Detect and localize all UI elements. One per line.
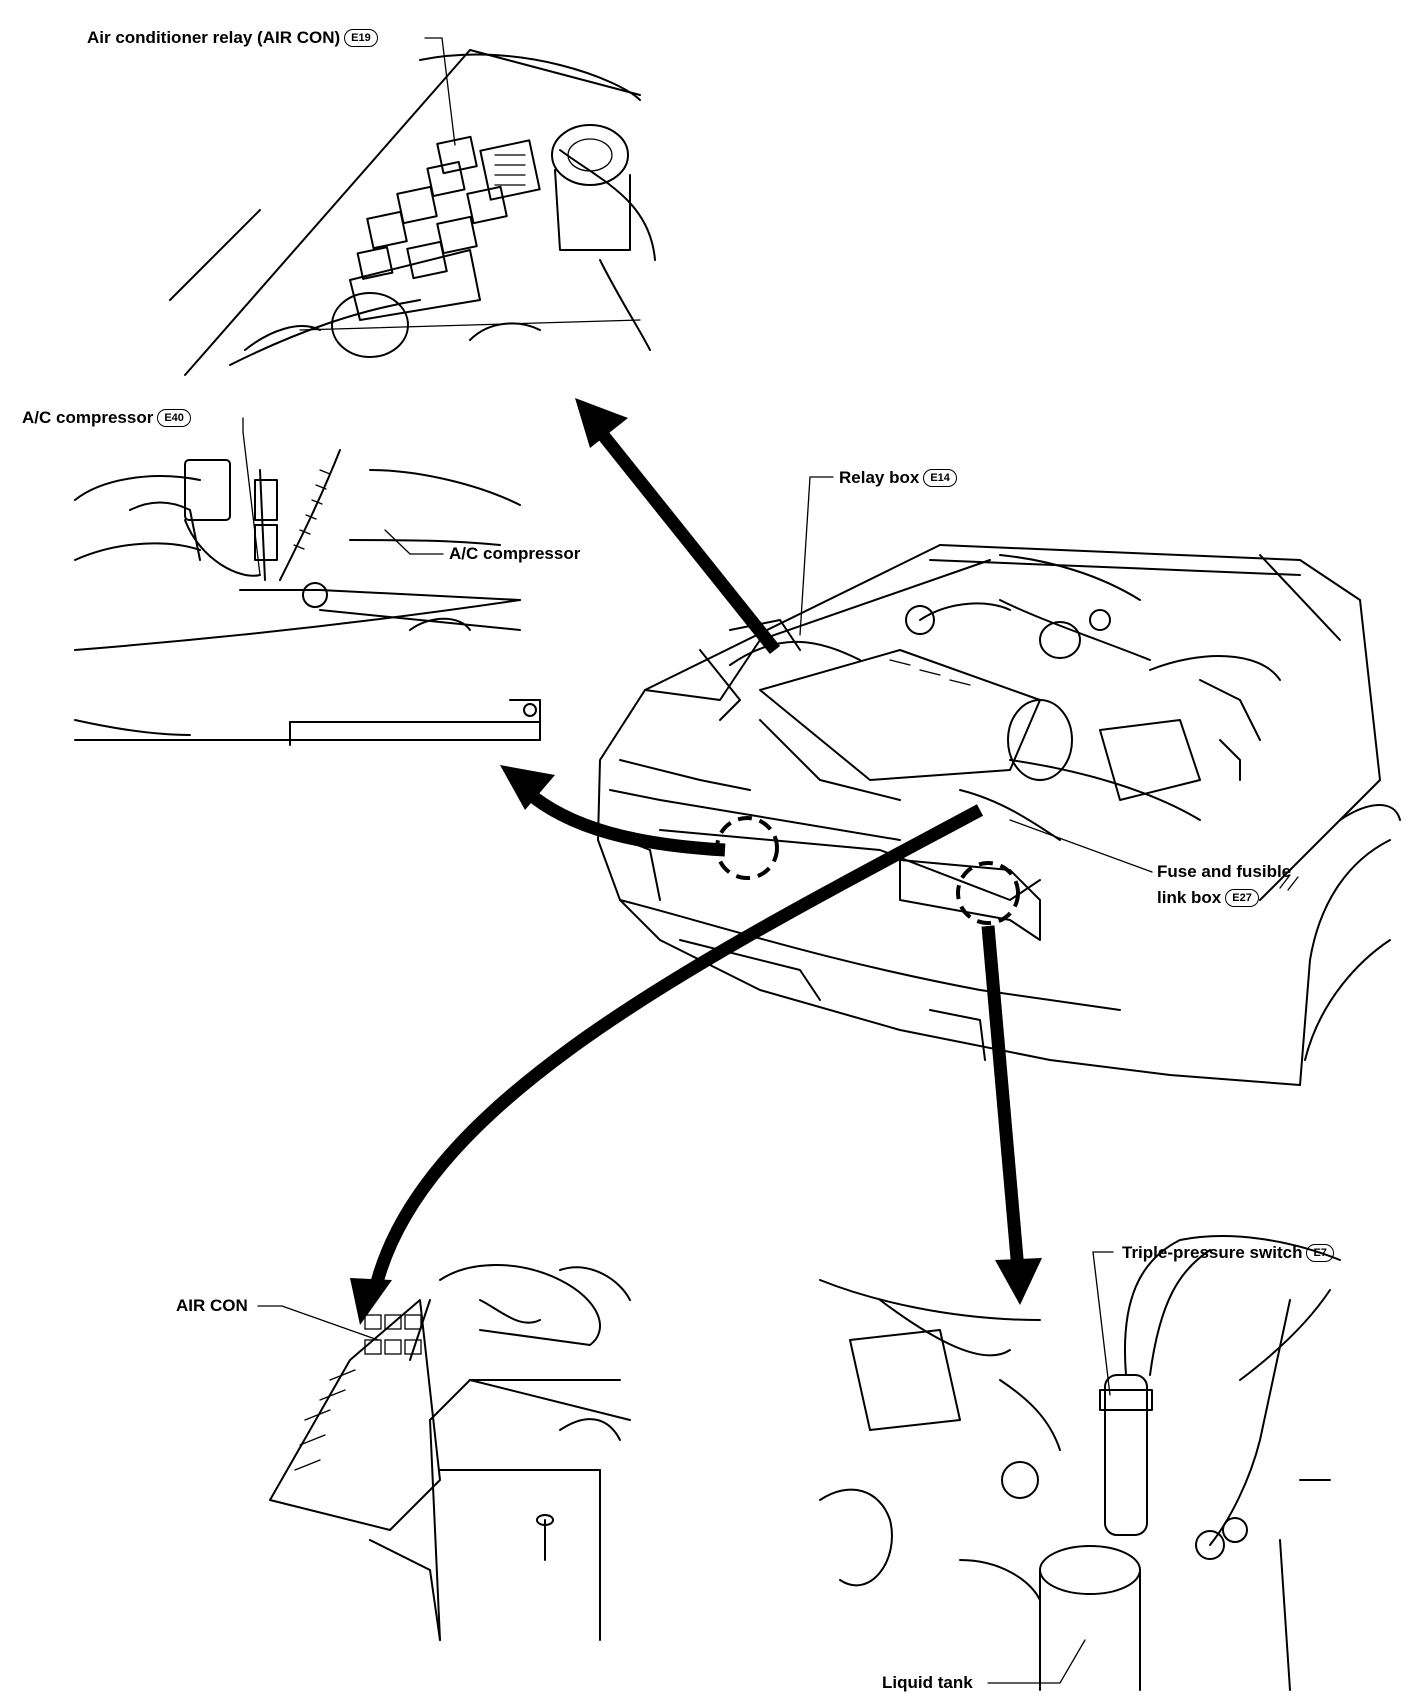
air-con-label: AIR CON [176, 1296, 248, 1316]
relay-block-inset [169, 49, 656, 376]
locator-arrows [350, 398, 1042, 1325]
fuse-box-line1-text: Fuse and fusible [1157, 862, 1292, 881]
location-circle-triple-switch [956, 861, 1020, 925]
ac-relay-label: Air conditioner relay (AIR CON)E19 [87, 28, 378, 48]
fuse-box-label-line1: Fuse and fusible [1157, 862, 1291, 882]
fuse-box-line2-text: link box [1157, 888, 1222, 907]
liquid-tank-text: Liquid tank [882, 1673, 973, 1692]
fuse-box-connector-badge: E27 [1225, 889, 1259, 907]
liquid-tank-inset [819, 1235, 1341, 1691]
triple-pressure-switch-text: Triple-pressure switch [1122, 1243, 1303, 1262]
air-con-text: AIR CON [176, 1296, 248, 1315]
triple-pressure-switch-badge: E7 [1306, 1244, 1334, 1262]
ac-compressor-text: A/C compressor [449, 544, 581, 563]
ac-relay-text: Air conditioner relay (AIR CON) [87, 28, 341, 47]
ac-relay-connector-badge: E19 [344, 29, 378, 47]
ac-compressor-connector-text: A/C compressor [22, 408, 154, 427]
ac-compressor-connector-badge: E40 [157, 409, 191, 427]
leader-lines [242, 37, 1299, 1684]
ac-compressor-label: A/C compressor [449, 544, 580, 564]
location-circle-compressor [715, 816, 779, 880]
fuse-box-inset [269, 1264, 631, 1641]
liquid-tank-label: Liquid tank [882, 1673, 973, 1693]
relay-box-connector-badge: E14 [923, 469, 957, 487]
relay-box-text: Relay box [839, 468, 920, 487]
compressor-inset [74, 449, 541, 746]
